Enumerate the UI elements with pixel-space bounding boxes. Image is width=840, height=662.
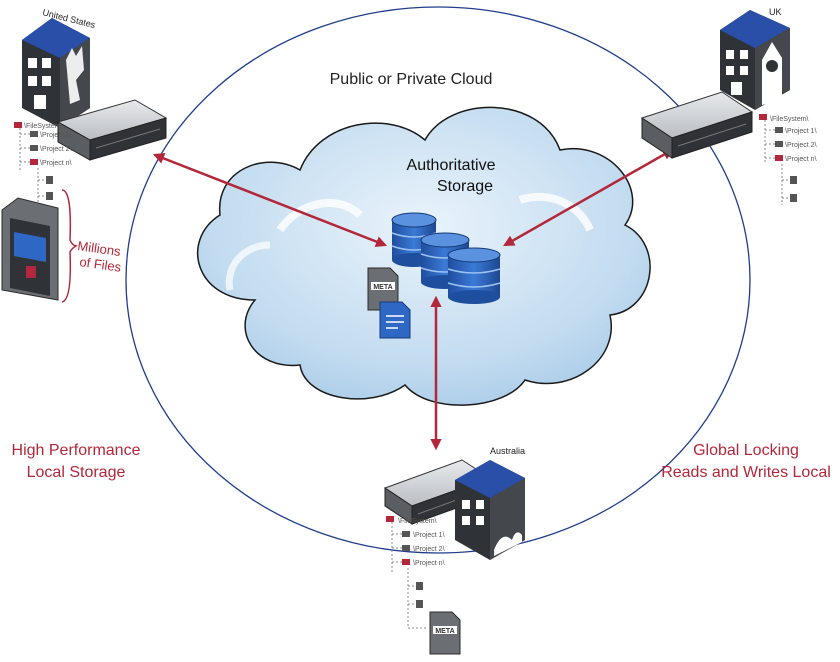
window xyxy=(28,76,37,86)
us-tree-item: \Project n\ xyxy=(40,160,72,167)
window xyxy=(476,516,484,525)
au-tree-root: \FileSystem\ xyxy=(398,518,437,525)
us-building-icon xyxy=(22,18,90,128)
window xyxy=(740,66,748,75)
arrow-us-to-storage xyxy=(152,153,388,247)
file-document-icon xyxy=(379,301,411,339)
uk-building-icon xyxy=(720,10,790,110)
site-label-au: Australia xyxy=(490,446,525,456)
window xyxy=(462,500,470,509)
au-tree-item: \Project 2\ xyxy=(413,546,445,553)
window xyxy=(42,76,51,86)
window xyxy=(726,50,734,59)
door xyxy=(34,95,46,109)
uk-file-tree: \FileSystem\ \Project 1\ \Project 2\ \Pr… xyxy=(759,114,817,205)
lock-icon xyxy=(26,266,36,278)
authoritative-storage-label-line1: Authoritative xyxy=(407,157,496,174)
authoritative-storage-database xyxy=(391,212,501,304)
millions-bracket xyxy=(61,189,79,303)
window xyxy=(726,66,734,75)
window xyxy=(462,516,470,525)
us-archive-folder-icon xyxy=(1,197,59,301)
window xyxy=(740,50,748,59)
uk-tree-item: \Project n\ xyxy=(785,156,817,163)
au-tree-item: \Project 1\ xyxy=(413,532,445,539)
global-locking-label-line2: Reads and Writes Local xyxy=(661,464,831,481)
au-meta-document-icon: META xyxy=(429,611,461,655)
us-tree-item: \Project 1\ xyxy=(40,132,72,139)
us-server-icon xyxy=(56,99,168,161)
us-tree-root: \FileSystem\ xyxy=(24,123,63,130)
meta-document-icon: META xyxy=(367,267,399,311)
au-building-icon xyxy=(455,460,525,560)
global-locking-label-line1: Global Locking xyxy=(693,442,799,459)
au-file-tree: \FileSystem\ \Project 1\ \Project 2\ \Pr… xyxy=(386,516,445,629)
high-performance-label-line2: Local Storage xyxy=(27,464,126,481)
us-tree-item: \Project 2\ xyxy=(40,146,72,153)
clock-icon xyxy=(766,60,778,72)
authoritative-storage-label-line2: Storage xyxy=(437,178,493,195)
cloud-title: Public or Private Cloud xyxy=(330,71,493,88)
uk-tree-item: \Project 2\ xyxy=(785,142,817,149)
window xyxy=(28,58,37,68)
door xyxy=(731,82,742,95)
uk-tree-item: \Project 1\ xyxy=(785,128,817,135)
us-file-tree: \FileSystem\ \Project 1\ \Project 2\ \Pr… xyxy=(14,122,72,205)
au-meta-label: META xyxy=(435,628,454,635)
meta-label: META xyxy=(373,284,392,291)
window xyxy=(476,500,484,509)
window xyxy=(42,58,51,68)
high-performance-label-line1: High Performance xyxy=(12,442,141,459)
arrow-uk-to-storage xyxy=(503,148,674,247)
cloud-boundary-ellipse xyxy=(125,6,751,554)
site-label-uk: UK xyxy=(769,7,782,17)
uk-server-icon xyxy=(640,91,754,159)
millions-label-line1: Millions xyxy=(77,238,123,259)
au-tree-item: \Project n\ xyxy=(413,560,445,567)
millions-label-line2: of Files xyxy=(79,254,123,275)
uk-tree-root: \FileSystem\ xyxy=(770,116,809,123)
